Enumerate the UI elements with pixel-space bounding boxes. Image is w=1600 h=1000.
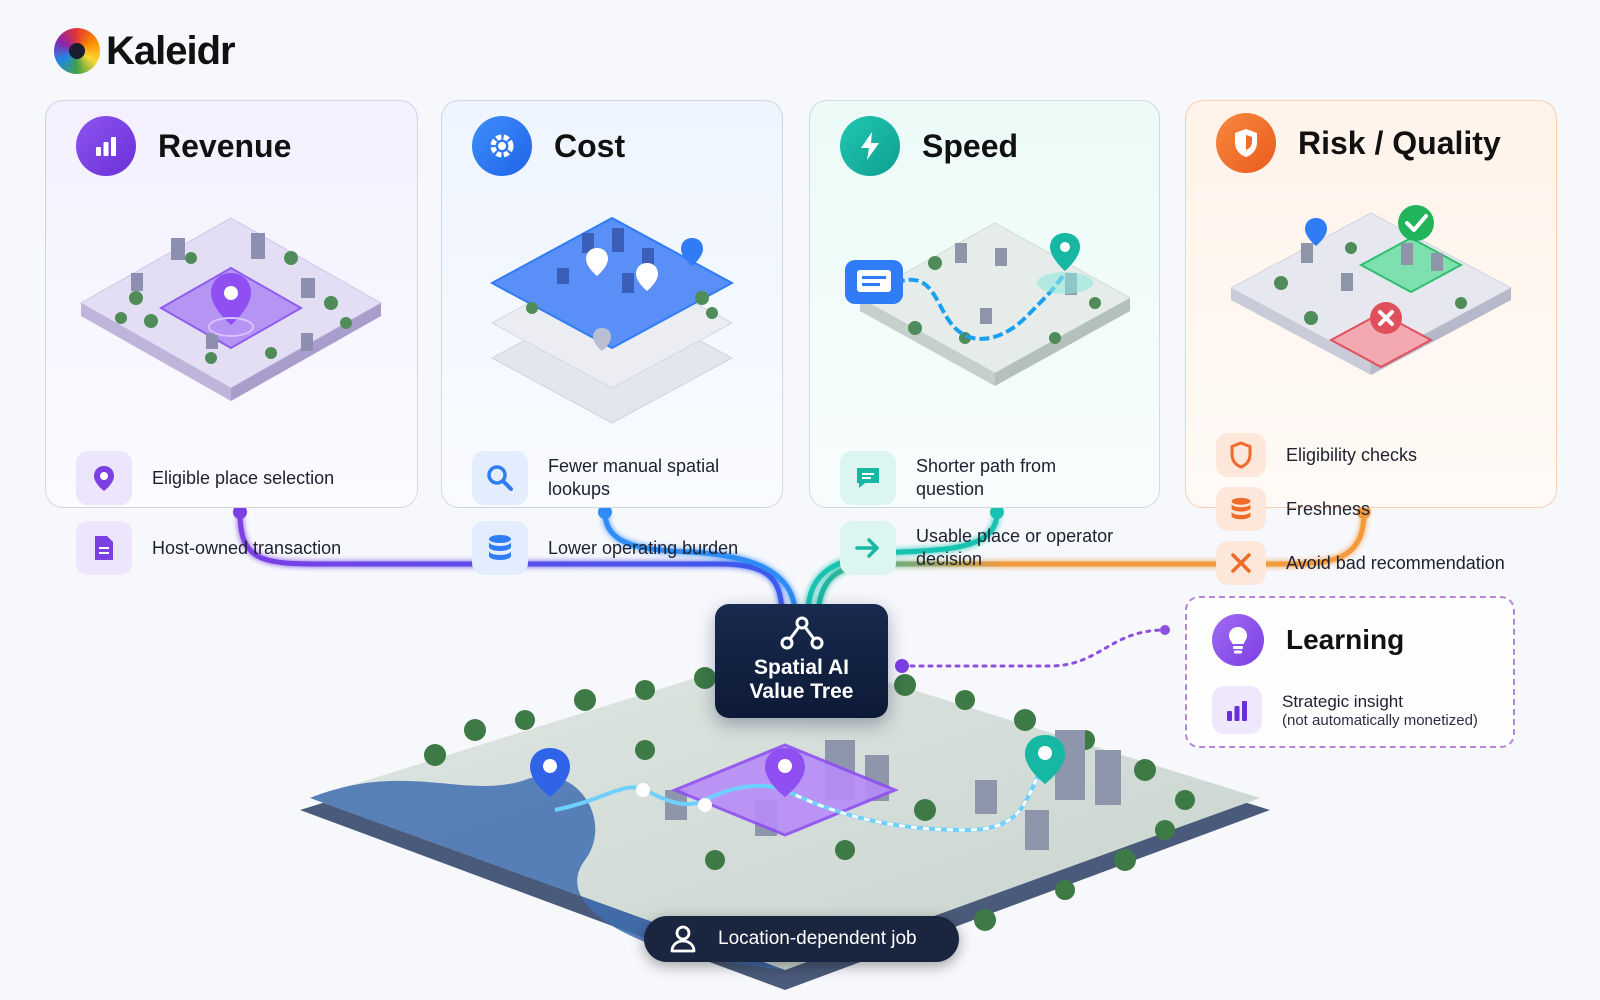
item-label: Eligibility checks — [1286, 444, 1418, 465]
learning-item-note: (not automatically monetized) — [1282, 711, 1478, 729]
database-icon — [1216, 487, 1266, 531]
item-label: Host-owned transaction — [152, 537, 342, 558]
learning-item-label: Strategic insight — [1282, 691, 1403, 711]
bar-chart-icon — [76, 116, 136, 176]
gear-icon — [472, 116, 532, 176]
list-item: Freshness — [1216, 487, 1536, 531]
wire-endpoints — [233, 505, 1371, 519]
list-item: Strategic insight (not automatically mon… — [1212, 686, 1478, 734]
item-label: Usable place or operator decision — [916, 526, 1114, 569]
list-item: Shorter path from question — [840, 451, 1139, 505]
location-job-pill: Location-dependent job — [644, 916, 959, 962]
learning-title: Learning — [1286, 624, 1405, 655]
cost-layers-illustration — [489, 216, 735, 424]
card-speed: Speed Shorter path from question — [809, 100, 1160, 575]
logo-mark-icon — [54, 28, 100, 74]
learning-header: Learning — [1212, 614, 1404, 666]
arrow-right-icon — [840, 521, 896, 575]
speed-route-illustration — [845, 222, 1132, 386]
wire-risk — [815, 509, 1367, 613]
bar-chart-icon — [1212, 686, 1262, 734]
list-item: Avoid bad recommendation — [1216, 541, 1536, 585]
tree-nodes-icon — [780, 616, 823, 650]
card-revenue: Revenue Eligi — [45, 100, 418, 575]
item-label: Shorter path from question — [916, 456, 1057, 499]
card-cost: Cost Fewer manual spatial lookups — [441, 100, 783, 575]
document-icon — [76, 521, 132, 575]
revenue-city-illustration — [79, 217, 383, 401]
city-map-illustration — [300, 660, 1270, 990]
card-speed-header: Speed — [840, 116, 1018, 176]
item-label: Lower operating burden — [548, 537, 739, 558]
list-item: Lower operating burden — [472, 521, 762, 575]
search-icon — [472, 451, 528, 505]
brand-name: Kaleidr — [106, 28, 236, 73]
list-item: Host-owned transaction — [76, 521, 397, 575]
card-cost-header: Cost — [472, 116, 625, 176]
lightbulb-icon — [1212, 614, 1264, 666]
chat-icon — [840, 451, 896, 505]
brand-logo: Kaleidr — [54, 28, 236, 74]
learning-panel: Learning Strategic insight (not automati… — [1185, 596, 1515, 748]
user-icon — [670, 925, 696, 953]
list-item: Fewer manual spatial lookups — [472, 451, 762, 505]
list-item: Eligibility checks — [1216, 433, 1536, 477]
wire-learning — [900, 628, 1167, 668]
card-speed-title: Speed — [922, 127, 1019, 164]
database-icon — [472, 521, 528, 575]
x-icon — [1216, 541, 1266, 585]
item-label: Fewer manual spatial lookups — [548, 456, 720, 499]
item-label: Eligible place selection — [152, 467, 335, 488]
item-label: Freshness — [1286, 498, 1371, 519]
card-cost-title: Cost — [554, 127, 626, 164]
wire-speed — [805, 509, 1000, 613]
card-revenue-header: Revenue — [76, 116, 291, 176]
card-risk-quality: Risk / Quality Eligibility checks — [1185, 100, 1557, 585]
list-item: Usable place or operator decision — [840, 521, 1139, 575]
risk-check-illustration — [1229, 205, 1513, 375]
wire-cost — [602, 509, 798, 613]
item-label: Avoid bad recommendation — [1286, 552, 1505, 573]
card-revenue-title: Revenue — [158, 127, 292, 164]
card-risk-header: Risk / Quality — [1216, 113, 1501, 173]
shield-outline-icon — [1216, 433, 1266, 477]
location-job-label: Location-dependent job — [718, 928, 917, 949]
list-item: Eligible place selection — [76, 451, 397, 505]
lightning-icon — [840, 116, 900, 176]
map-pin-icon — [76, 451, 132, 505]
value-tree-title: Spatial AI Value Tree — [749, 656, 854, 703]
shield-icon — [1216, 113, 1276, 173]
card-risk-title: Risk / Quality — [1298, 124, 1501, 161]
wire-revenue — [237, 509, 785, 613]
value-tree-node: Spatial AI Value Tree — [715, 604, 888, 718]
